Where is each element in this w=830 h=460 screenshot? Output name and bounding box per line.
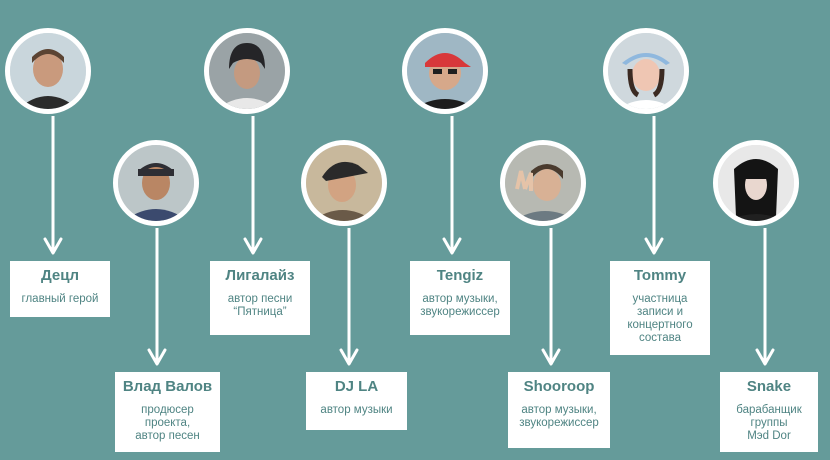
person-role: автор музыки, звукорежиссер [519,404,599,429]
avatar-shooroop [500,140,586,226]
arrow-ligalize [243,116,263,255]
card-snake: Snake барабанщик группы Mэd Dor [720,372,818,452]
arrow-tengiz [442,116,462,255]
avatar-djla [301,140,387,226]
person-role: автор музыки, звукорежиссер [420,293,500,318]
portrait-icon [407,33,483,109]
arrow-tommy [644,116,664,255]
portrait-icon [608,33,684,109]
person-name: Snake [746,378,792,395]
person-role: барабанщик группы Mэd Dor [736,404,802,442]
portrait-icon [118,145,194,221]
arrow-shooroop [541,228,561,366]
person-role: участница записи и концертного состава [627,293,693,344]
portrait-icon [10,33,86,109]
person-name: Децл [41,267,79,284]
person-role: главный герой [21,293,99,305]
person-role: продюсер проекта, автор песен [135,404,200,442]
card-shooroop: Shooroop автор музыки, звукорежиссер [508,372,610,448]
person-name: Tommy [633,267,687,284]
card-tengiz: Tengiz автор музыки, звукорежиссер [410,261,510,335]
person-name: Влад Валов [122,378,213,395]
card-valov: Влад Валов продюсер проекта, автор песен [115,372,220,452]
avatar-ligalize [204,28,290,114]
arrow-valov [147,228,167,366]
portrait-icon [505,145,581,221]
arrow-detsl [43,116,63,255]
avatar-detsl [5,28,91,114]
portrait-icon [209,33,285,109]
card-ligalize: Лигалайз автор песни “Пятница” [210,261,310,335]
person-name: DJ LA [334,378,379,395]
person-name: Tengiz [436,267,484,284]
avatar-valov [113,140,199,226]
person-role: автор музыки [320,404,393,416]
avatar-tommy [603,28,689,114]
card-detsl: Децл главный герой [10,261,110,317]
person-role: автор песни “Пятница” [227,293,293,318]
arrow-snake [755,228,775,366]
portrait-icon [306,145,382,221]
card-tommy: Tommy участница записи и концертного сос… [610,261,710,355]
person-name: Shooroop [523,378,595,395]
card-djla: DJ LA автор музыки [306,372,407,430]
avatar-tengiz [402,28,488,114]
person-name: Лигалайз [225,267,295,284]
avatar-snake [713,140,799,226]
portrait-icon [718,145,794,221]
arrow-djla [339,228,359,366]
